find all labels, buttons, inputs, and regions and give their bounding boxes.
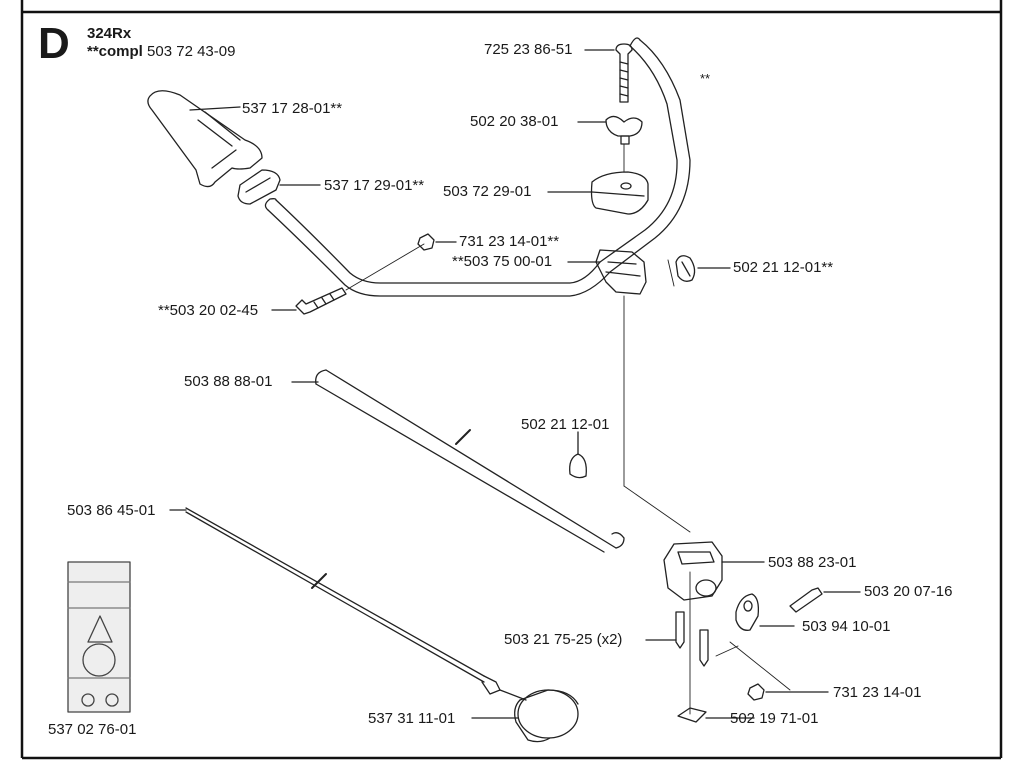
part-label-502-19-71-01: 502 19 71-01 [730, 710, 819, 727]
part-label-731-23-14-01-star: 731 23 14-01** [459, 233, 560, 250]
part-label-503-86-45-01: 503 86 45-01 [67, 502, 156, 519]
cable-clip-mid-drawing [569, 431, 587, 479]
part-label-537-31-11-01: 537 31 11-01 [368, 710, 456, 727]
part-label-503-94-10-01: 503 94 10-01 [802, 618, 891, 635]
part-label-503-21-75-25: 503 21 75-25 (x2) [504, 631, 623, 648]
compl-number: 503 72 43-09 [147, 43, 236, 60]
compl-line: **compl 503 72 43-09 [87, 44, 235, 60]
compl-prefix: **compl [87, 43, 143, 60]
part-label-503-88-88-01: 503 88 88-01 [184, 373, 273, 390]
part-label-502-20-38-01: 502 20 38-01 [470, 113, 559, 130]
knob-drawing [735, 593, 795, 631]
main-tube-drawing [291, 369, 625, 553]
model-name: 324Rx [87, 25, 132, 42]
part-label-725-23-86-51: 725 23 86-51 [484, 41, 573, 58]
handlebar-drawing [264, 37, 691, 297]
screws-pair-drawing [645, 611, 709, 667]
part-label-503-20-02-45: **503 20 02-45 [158, 302, 259, 319]
part-label-star-star: ** [700, 71, 711, 86]
cable-clip-top-drawing [675, 255, 731, 282]
bolt-top-drawing [584, 43, 633, 103]
screw-left-drawing [271, 287, 347, 315]
part-label-503-72-29-01: 503 72 29-01 [443, 183, 532, 200]
part-label-537-17-28-01: 537 17 28-01** [242, 100, 343, 117]
shaft-holder-drawing [663, 541, 765, 601]
part-label-731-23-14-01: 731 23 14-01 [833, 684, 922, 701]
decal-drawing [67, 561, 131, 713]
nut-bottom-drawing [747, 683, 829, 701]
wing-nut-drawing [577, 115, 643, 145]
part-label-502-21-12-01-star: 502 21 12-01** [733, 259, 834, 276]
lock-piece-drawing [237, 169, 321, 205]
part-label-503-75-00-01: **503 75 00-01 [452, 253, 553, 270]
guard-cup-drawing [471, 689, 579, 743]
screw-right-drawing [789, 587, 861, 613]
square-nut-drawing [677, 707, 755, 723]
section-letter: D [38, 19, 70, 68]
clamp-base-drawing [567, 249, 647, 295]
part-label-503-88-23-01: 503 88 23-01 [768, 554, 857, 571]
part-label-503-20-07-16: 503 20 07-16 [864, 583, 953, 600]
drive-shaft-drawing [169, 507, 501, 695]
grip-drawing [147, 90, 263, 188]
clamp-top-drawing [547, 171, 649, 215]
nut-top-drawing [417, 233, 457, 251]
part-label-502-21-12-01: 502 21 12-01 [521, 416, 610, 433]
part-label-537-02-76-01: 537 02 76-01 [48, 721, 137, 738]
part-label-537-17-29-01: 537 17 29-01** [324, 177, 425, 194]
